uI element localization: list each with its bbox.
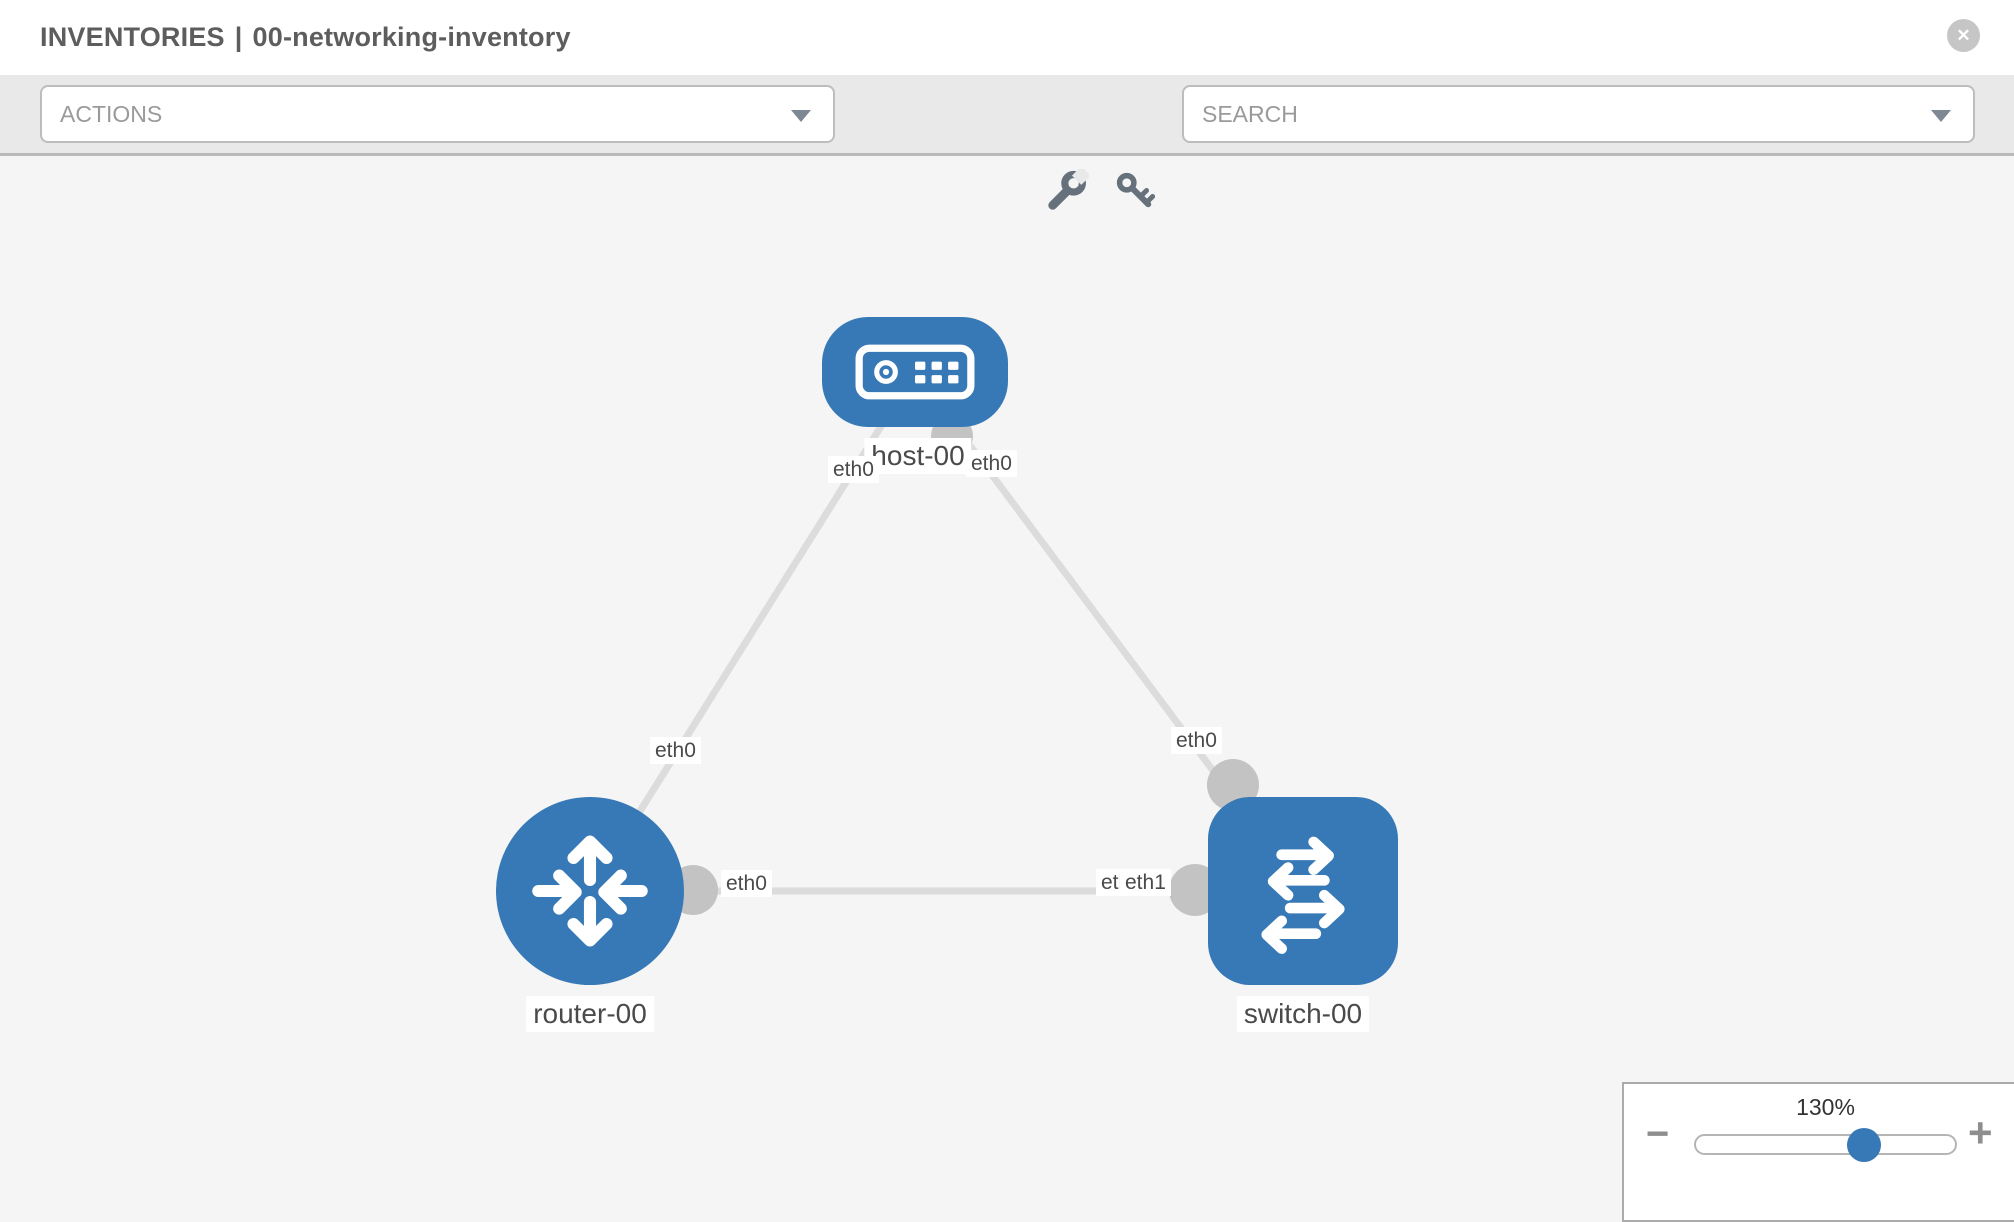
- host-icon: [855, 344, 975, 400]
- node-host-00[interactable]: [822, 317, 1008, 427]
- zoom-widget: 130% − +: [1622, 1082, 2014, 1222]
- key-icon: [1116, 172, 1156, 208]
- node-router-00[interactable]: [496, 797, 684, 985]
- node-label-router: router-00: [526, 996, 654, 1032]
- topology-links-layer: [587, 369, 1306, 916]
- close-button[interactable]: ✕: [1947, 19, 1980, 52]
- switch-icon: [1261, 836, 1345, 954]
- interface-label: eth0: [828, 456, 879, 483]
- chevron-down-icon: [1931, 110, 1951, 122]
- breadcrumb-section: INVENTORIES: [40, 22, 225, 52]
- credentials-button[interactable]: [1113, 169, 1157, 213]
- zoom-out-button[interactable]: −: [1646, 1112, 1670, 1156]
- topology-canvas[interactable]: host-00 router-00 switch-00 eth0 eth0 et…: [0, 159, 2014, 1200]
- page-title: INVENTORIES | 00-networking-inventory: [40, 0, 571, 75]
- zoom-slider-thumb[interactable]: [1847, 1128, 1881, 1162]
- interface-label: eth0: [1171, 727, 1222, 754]
- zoom-in-button[interactable]: +: [1968, 1109, 1993, 1156]
- router-icon: [532, 835, 648, 947]
- breadcrumb-separator: |: [234, 22, 243, 52]
- node-switch-00[interactable]: [1208, 797, 1398, 985]
- actions-dropdown[interactable]: ACTIONS: [40, 85, 835, 143]
- interface-label: eth0: [966, 450, 1017, 477]
- interface-label: eth0: [650, 737, 701, 764]
- inventory-name: 00-networking-inventory: [252, 22, 571, 52]
- actions-dropdown-label: ACTIONS: [60, 101, 163, 127]
- node-label-switch: switch-00: [1236, 996, 1370, 1032]
- zoom-level-label: 130%: [1796, 1094, 1855, 1120]
- chevron-down-icon: [791, 110, 811, 122]
- search-dropdown[interactable]: SEARCH: [1182, 85, 1975, 143]
- wrench-icon: [1048, 166, 1091, 210]
- interface-label: eth1: [1120, 869, 1171, 896]
- interface-label: eth0: [721, 870, 772, 897]
- configure-button[interactable]: [1045, 166, 1091, 213]
- panel-header: INVENTORIES | 00-networking-inventory ✕: [0, 0, 2014, 75]
- zoom-slider-track[interactable]: [1694, 1134, 1957, 1155]
- node-label-host: host-00: [864, 438, 972, 474]
- close-icon: ✕: [1956, 26, 1971, 45]
- search-placeholder: SEARCH: [1202, 101, 1298, 127]
- toolbar: ACTIONS SEARCH: [0, 75, 2014, 210]
